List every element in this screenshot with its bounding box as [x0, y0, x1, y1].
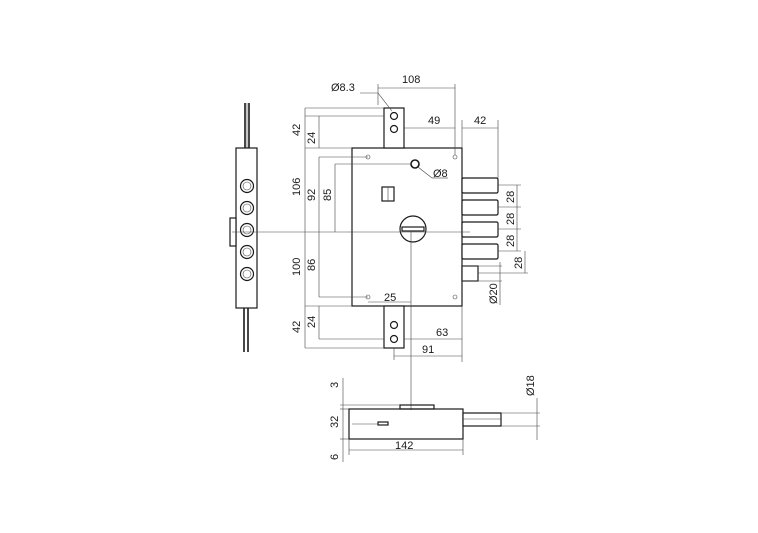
- side-view: [229, 103, 258, 352]
- label-86: 86: [306, 259, 318, 271]
- side-bolt-5: [239, 266, 255, 282]
- screw-br: [452, 294, 458, 300]
- top-hole-2: [389, 124, 399, 134]
- side-body: [235, 147, 258, 309]
- label-42-bottom: 42: [291, 321, 303, 333]
- side-bolt-3: [239, 222, 255, 238]
- bolt-3: [461, 221, 499, 238]
- latch: [461, 265, 479, 282]
- label-100: 100: [291, 258, 303, 276]
- label-28-4: 28: [513, 257, 525, 269]
- d8-hole: [410, 159, 420, 169]
- label-85: 85: [322, 189, 334, 201]
- top-hole-1: [389, 111, 399, 121]
- label-d8: Ø8: [433, 168, 448, 180]
- label-91: 91: [422, 344, 434, 356]
- bottom-hole-2: [389, 334, 399, 344]
- side-bolt-4: [239, 244, 255, 260]
- label-42-right: 42: [474, 115, 486, 127]
- label-108: 108: [402, 74, 420, 86]
- label-6: 6: [329, 454, 341, 460]
- label-d18: Ø18: [525, 375, 537, 396]
- label-28-3: 28: [505, 235, 517, 247]
- screw-tr: [452, 154, 458, 160]
- dimension-labels: Ø8.3 108 49 42 Ø8 25 63 91 142 42 24 106…: [291, 74, 537, 460]
- side-bolt-1: [239, 178, 255, 194]
- cylinder: [399, 215, 427, 243]
- label-25: 25: [384, 292, 396, 304]
- bottom-hole-1: [389, 320, 399, 330]
- label-32: 32: [329, 416, 341, 428]
- label-24-top: 24: [306, 132, 318, 144]
- label-28-1: 28: [505, 191, 517, 203]
- top-view-bolt: [462, 412, 502, 427]
- label-d-hole-top: Ø8.3: [331, 82, 355, 94]
- label-63: 63: [436, 327, 448, 339]
- top-view-tab: [399, 404, 435, 410]
- front-view: [232, 107, 499, 410]
- label-28-2: 28: [505, 213, 517, 225]
- side-bolt-2: [239, 200, 255, 216]
- label-24-bottom: 24: [306, 316, 318, 328]
- bottom-mount-plate: [383, 305, 405, 349]
- bolt-1: [461, 177, 499, 194]
- top-view: [348, 404, 502, 440]
- label-d20: Ø20: [488, 283, 500, 304]
- dimension-lines: [304, 84, 540, 462]
- top-view-slot: [377, 421, 389, 426]
- key-slot: [401, 226, 425, 232]
- label-106: 106: [291, 178, 303, 196]
- label-42-top: 42: [291, 124, 303, 136]
- label-49: 49: [428, 115, 440, 127]
- top-mount-plate: [383, 107, 405, 149]
- label-142: 142: [395, 440, 413, 452]
- bolt-2: [461, 199, 499, 216]
- label-3: 3: [329, 382, 341, 388]
- label-92: 92: [306, 189, 318, 201]
- bolt-4: [461, 243, 499, 260]
